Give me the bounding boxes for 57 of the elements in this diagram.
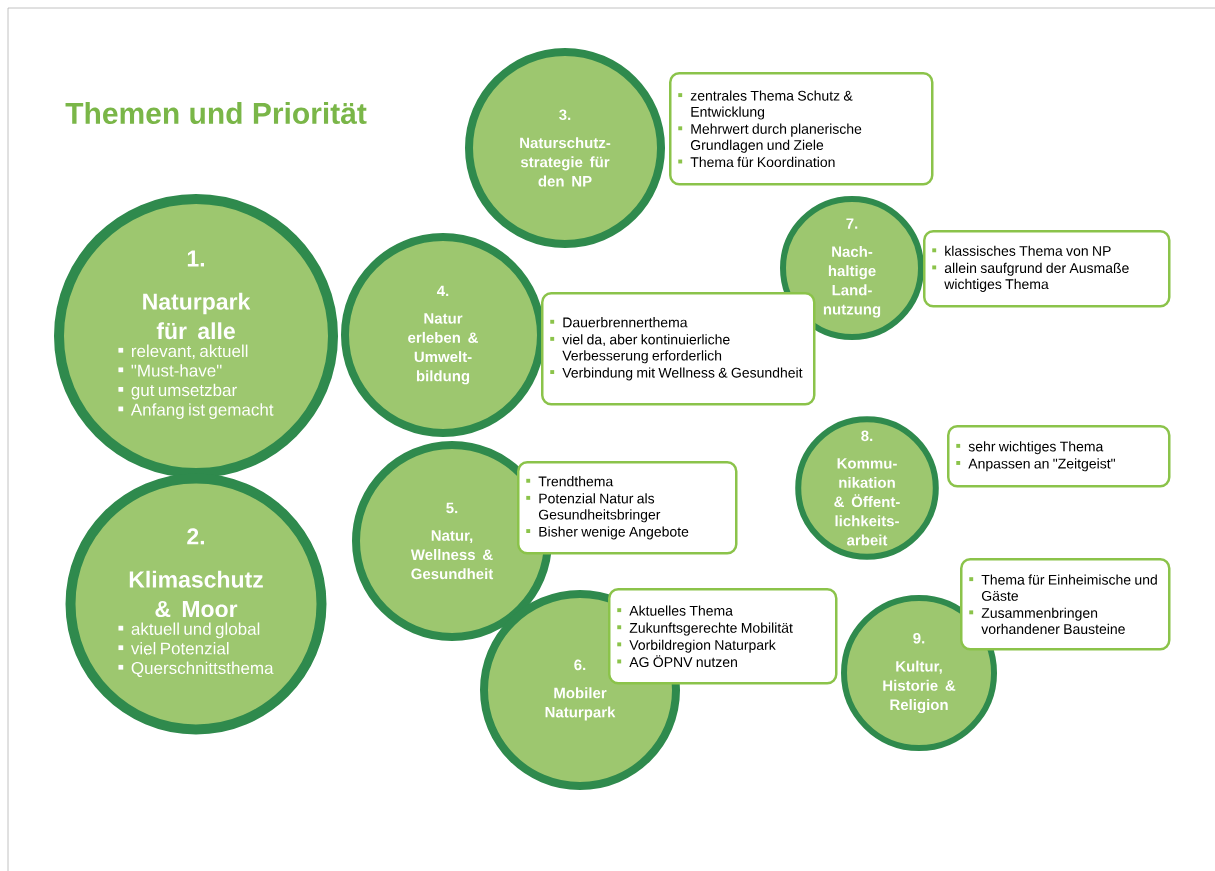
bullet-item: aktuell und global <box>118 622 260 639</box>
bullet-item: Verbindung mit Wellness & Gesundheit <box>550 367 803 381</box>
bullet-item: klassisches Thema von NP <box>932 245 1111 256</box>
bullet-item: Trendthema <box>526 476 614 487</box>
topic-circle <box>54 194 338 478</box>
topic-title: Natur erleben & Umwelt- bildung <box>408 313 478 385</box>
diagram-title: Themen und Priorität <box>65 102 367 125</box>
topic-number: 1. <box>187 250 204 267</box>
callout-box <box>608 588 838 685</box>
bullet-item: Anpassen an "Zeitgeist" <box>956 458 1115 472</box>
bullet-item: Thema für Koordination <box>678 156 835 168</box>
bullet-item: sehr wichtiges Thema <box>956 441 1104 455</box>
topic-circle <box>780 196 924 340</box>
topic-number: 8. <box>861 430 873 442</box>
topic-circle <box>465 48 665 248</box>
topic-number: 5. <box>446 502 458 514</box>
bullet-item: Mehrwert durch planerische Grundlagen und Ziele <box>678 123 862 153</box>
topic-number: 4. <box>436 285 449 296</box>
topic-title: Kommu- nikation & Öffent- lichkeits- arbeit <box>834 458 900 546</box>
bullet-item: Querschnittsthema <box>118 661 274 678</box>
bullet-item: Anfang ist gemacht <box>118 403 274 420</box>
bullet-item: Zusammenbringen vorhandener Bausteine <box>969 607 1125 635</box>
bullet-item: "Must-have" <box>118 364 222 377</box>
bullet-item: viel da, aber kontinuierliche Verbesserung erforderlich <box>550 334 730 364</box>
topic-title: Nach- haltige Land- nutzung <box>823 245 881 318</box>
topic-number: 6. <box>574 659 586 671</box>
topic-circle <box>795 416 939 560</box>
bullet-item: allein saufgrund der Ausmaße wichtiges Thema <box>932 262 1129 292</box>
bullet-item: Vorbildregion Naturpark <box>617 639 776 653</box>
bullet-item: gut umsetzbar <box>118 383 237 400</box>
bullet-item: Bisher wenige Angebote <box>526 526 689 540</box>
bullet-item: Aktuelles Thema <box>617 605 733 616</box>
bullet-item: Potenzial Natur als Gesundheitsbringer <box>526 493 661 523</box>
topic-title: Klimaschutz & Moor <box>129 570 263 618</box>
callout-box <box>669 72 934 186</box>
callout-box <box>960 558 1171 651</box>
callout-box <box>517 461 738 555</box>
callout-box <box>923 230 1171 308</box>
bullet-item: Thema für Einheimische und Gäste <box>969 574 1157 601</box>
topic-title: Natur, Wellness & Gesundheit <box>410 530 494 580</box>
bullet-item: Zukunftsgerechte Mobilität <box>617 622 793 636</box>
topic-title: Naturpark für alle <box>143 292 251 340</box>
callout-box <box>541 292 816 406</box>
topic-number: 2. <box>187 528 204 545</box>
topic-title: Naturschutz- strategie für den NP <box>520 137 611 187</box>
callout-box <box>947 425 1171 488</box>
topic-title: Mobiler Naturpark <box>545 687 616 721</box>
topic-number: 9. <box>913 632 925 644</box>
bullet-item: viel Potenzial <box>118 642 229 655</box>
topic-number: 7. <box>846 218 858 229</box>
bullet-item: AG ÖPNV nutzen <box>617 655 737 668</box>
topic-title: Kultur, Historie & Religion <box>883 660 956 714</box>
bullet-item: zentrales Thema Schutz & Entwicklung <box>678 90 853 120</box>
topic-circle <box>65 473 327 735</box>
topic-number: 3. <box>559 109 571 121</box>
bullet-item: relevant, aktuell <box>118 344 248 360</box>
bullet-item: Dauerbrennerthema <box>550 317 688 328</box>
